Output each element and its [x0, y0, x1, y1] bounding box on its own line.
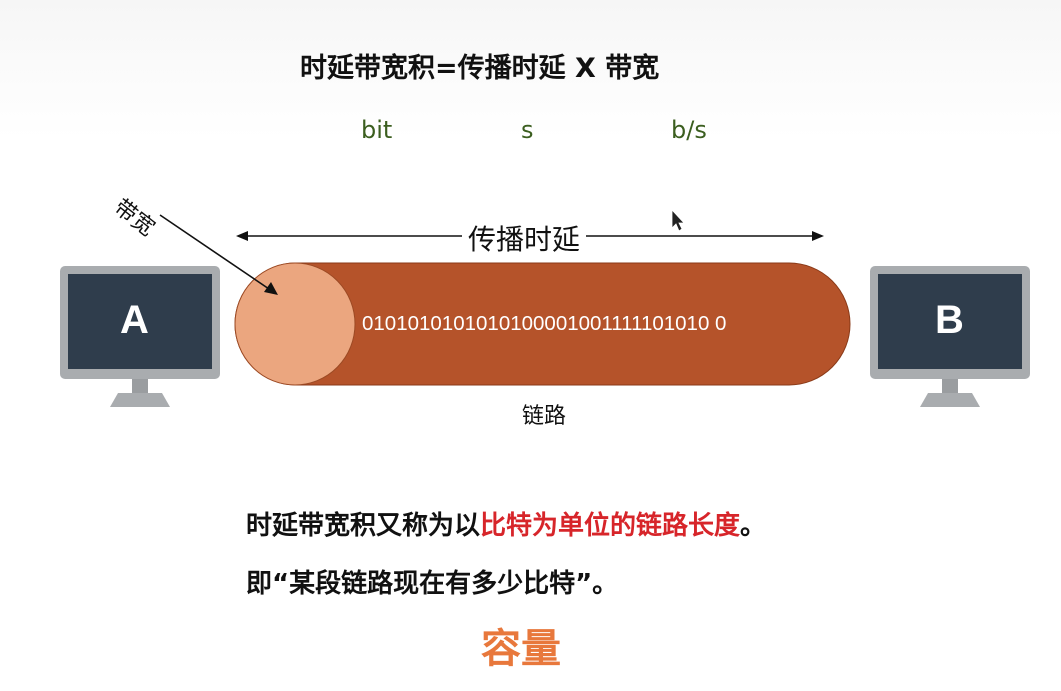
unit-bps-label: b/s [671, 116, 707, 144]
delay-arrow-right-head [812, 231, 824, 241]
monitor-b-icon [870, 266, 1030, 407]
bandwidth-pointer-line [159, 214, 273, 292]
unit-bit-label: bit [361, 116, 393, 144]
definition-highlight: 比特为单位的链路长度 [480, 511, 741, 541]
cursor-icon [671, 208, 685, 232]
host-b-label: B [935, 298, 964, 342]
explanation-line: 即“某段链路现在有多少比特”。 [246, 569, 619, 599]
monitor-a-icon [60, 266, 220, 407]
unit-s-label: s [521, 116, 534, 144]
bandwidth-pointer-head [264, 282, 278, 295]
pipe-cross-section [234, 262, 356, 386]
formula-title: 时延带宽积=传播时延 X 带宽 [300, 53, 660, 84]
definition-prefix: 时延带宽积又称为以 [246, 511, 481, 541]
host-a-label: A [120, 298, 149, 342]
delay-arrow-left-head [236, 231, 248, 241]
propagation-delay-label: 传播时延 [462, 218, 587, 258]
capacity-label: 容量 [481, 626, 561, 672]
link-label: 链路 [522, 404, 567, 429]
definition-line: 时延带宽积又称为以比特为单位的链路长度。 [246, 505, 766, 542]
definition-suffix: 。 [740, 511, 767, 541]
bit-stream: 0101010101010100001001111101010 0 [362, 312, 727, 335]
